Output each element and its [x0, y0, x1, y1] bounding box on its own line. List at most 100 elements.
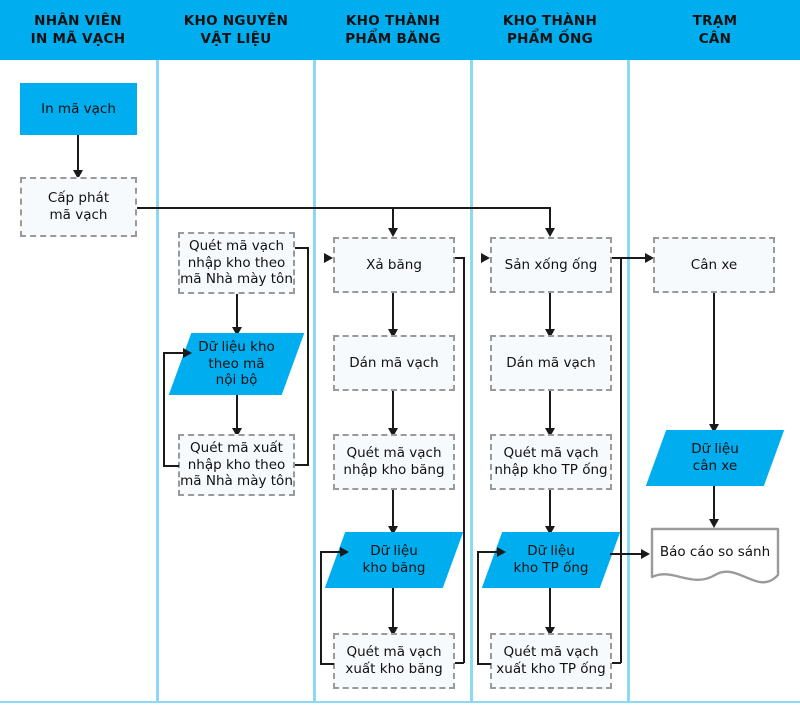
- arrowhead-down: [388, 329, 398, 338]
- node-xa-bang[interactable]: Xả băng: [333, 237, 455, 293]
- node-dan-ma-vach-ong[interactable]: Dán mã vạch: [490, 335, 612, 391]
- lane-header-label: TRẠM CÂN: [692, 12, 738, 47]
- node-quet-ma-vach-xuat-kho-bang[interactable]: Quét mã vạch xuất kho băng: [333, 633, 455, 689]
- node-label: Quét mã vạch xuất kho băng: [345, 644, 443, 677]
- connector-du-lieu-bang-to-quet-xuat-bang: [392, 588, 394, 630]
- node-label: Dán mã vạch: [349, 354, 439, 371]
- connector-du-lieu-can-xe-to-bao-cao: [713, 486, 715, 522]
- node-du-lieu-kho-tp-ong[interactable]: Dữ liệu kho TP ống: [481, 532, 621, 588]
- lane-header-label: NHÂN VIÊN IN MÃ VẠCH: [30, 12, 126, 47]
- arrowhead-down: [545, 428, 555, 437]
- node-quet-ma-vach-nhap-kho-tp-ong[interactable]: Quét mã vạch nhập kho TP ống: [490, 434, 612, 490]
- lane-header-nhan-vien-in-ma-vach: NHÂN VIÊN IN MÃ VẠCH: [0, 0, 156, 60]
- arrowhead-down: [545, 228, 555, 237]
- connector-quet-nhap-to-du-lieu-noi-bo: [236, 294, 238, 331]
- arrowhead-down: [232, 327, 242, 336]
- document-shape-icon: [650, 527, 780, 584]
- connector-trunk-to-xa-bang: [392, 207, 394, 231]
- connector-lane3-right-bottom: [455, 662, 464, 664]
- arrowhead-right: [183, 348, 192, 358]
- arrowhead-right: [645, 253, 654, 263]
- arrowhead-down: [545, 526, 555, 535]
- arrowhead-down: [388, 526, 398, 535]
- connector-san-xong-ong-to-dan-ma-vach: [549, 293, 551, 332]
- lane-divider-1: [156, 60, 159, 703]
- arrowhead-down: [709, 519, 719, 528]
- lane-header-label: KHO THÀNH PHẨM ỐNG: [502, 12, 598, 47]
- lane-header-kho-thanh-pham-ong: KHO THÀNH PHẨM ỐNG: [473, 0, 627, 60]
- connector-feedback-lane2-top: [163, 352, 186, 354]
- connector-in-ma-vach-to-cap-phat: [77, 135, 79, 173]
- connector-lane3-right-vertical: [463, 257, 465, 663]
- connector-feedback-lane4-vertical: [477, 551, 479, 664]
- arrowhead-down: [232, 428, 242, 437]
- node-can-xe[interactable]: Cân xe: [653, 237, 775, 293]
- arrowhead-down: [388, 228, 398, 237]
- node-label: Dữ liệu kho theo mã nội bộ: [198, 338, 275, 389]
- arrowhead-down: [709, 424, 719, 433]
- connector-feedback-lane4-bottom: [477, 663, 491, 665]
- node-label: Quét mã vạch nhập kho theo mã Nhà mày tô…: [180, 237, 293, 288]
- connector-lane4-to-can-xe: [621, 257, 647, 259]
- node-label: Báo cáo so sánh: [659, 543, 771, 560]
- arrowhead-down: [73, 170, 83, 179]
- node-san-xong-ong[interactable]: Sản xống ống: [490, 237, 612, 293]
- node-label: Dán mã vạch: [506, 354, 596, 371]
- connector-feedback-lane3-top: [320, 551, 343, 553]
- lane-divider-4: [627, 60, 630, 703]
- lane-header-kho-thanh-pham-bang: KHO THÀNH PHẨM BĂNG: [316, 0, 470, 60]
- lane-divider-3: [470, 60, 473, 703]
- lane-divider-2: [313, 60, 316, 703]
- connector-lane2-right-top: [295, 247, 309, 249]
- node-label: Dữ liệu cân xe: [691, 441, 739, 474]
- node-label: Xả băng: [366, 256, 422, 273]
- connector-du-lieu-noi-bo-to-quet-xuat: [236, 395, 238, 432]
- connector-du-lieu-tp-ong-to-bao-cao: [610, 553, 646, 555]
- node-quet-ma-vach-nhap-kho-theo-ma-nha-may-ton[interactable]: Quét mã vạch nhập kho theo mã Nhà mày tô…: [178, 232, 295, 294]
- arrowhead-right: [481, 253, 490, 263]
- connector-lane4-right-bottom: [612, 662, 621, 664]
- node-label: Sản xống ống: [504, 256, 598, 273]
- node-label: Quét mã vạch nhập kho TP ống: [494, 445, 608, 478]
- node-label: Quét mã xuất nhập kho theo mã Nhà mày tô…: [180, 439, 293, 490]
- arrowhead-down: [388, 428, 398, 437]
- node-label: Quét mã vạch nhập kho băng: [343, 445, 445, 478]
- node-label: Cân xe: [690, 256, 738, 273]
- connector-lane4-right-top: [612, 257, 621, 259]
- connector-dan-ma-vach-ong-to-quet-nhap-tp-ong: [549, 391, 551, 431]
- arrowhead-down: [545, 627, 555, 636]
- connector-du-lieu-tp-ong-to-quet-xuat-tp-ong: [549, 588, 551, 630]
- arrowhead-right: [497, 547, 506, 557]
- connector-xa-bang-to-dan-ma-vach: [392, 293, 394, 332]
- node-dan-ma-vach-bang[interactable]: Dán mã vạch: [333, 335, 455, 391]
- connector-quet-nhap-bang-to-du-lieu-bang: [392, 490, 394, 529]
- node-label: Cấp phát mã vạch: [47, 190, 110, 223]
- connector-feedback-lane2-vertical: [163, 352, 165, 466]
- connector-lane4-right-vertical: [620, 257, 622, 663]
- connector-can-xe-to-du-lieu-can-xe: [713, 293, 715, 427]
- lane-header-bar: [0, 0, 800, 60]
- connector-quet-nhap-tp-ong-to-du-lieu-tp-ong: [549, 490, 551, 529]
- lane-header-label: KHO NGUYÊN VẬT LIỆU: [183, 12, 289, 47]
- node-du-lieu-kho-bang[interactable]: Dữ liệu kho băng: [324, 532, 464, 588]
- node-label: Quét mã vạch xuất kho TP ống: [496, 644, 606, 677]
- node-label: In mã vạch: [41, 100, 116, 117]
- node-du-lieu-kho-theo-ma-noi-bo[interactable]: Dữ liệu kho theo mã nội bộ: [168, 333, 305, 395]
- connector-trunk-to-san-xong-ong: [549, 207, 551, 231]
- connector-cap-phat-trunk: [137, 207, 550, 209]
- node-cap-phat-ma-vach[interactable]: Cấp phát mã vạch: [20, 177, 137, 237]
- node-quet-ma-vach-xuat-kho-tp-ong[interactable]: Quét mã vạch xuất kho TP ống: [490, 633, 612, 689]
- connector-lane2-right-vertical: [307, 247, 309, 465]
- node-quet-ma-vach-nhap-kho-bang[interactable]: Quét mã vạch nhập kho băng: [333, 434, 455, 490]
- connector-feedback-lane3-bottom: [320, 663, 334, 665]
- node-quet-ma-xuat-nhap-kho-theo-ma-nha-may-ton[interactable]: Quét mã xuất nhập kho theo mã Nhà mày tô…: [178, 434, 295, 496]
- node-bao-cao-so-sanh[interactable]: Báo cáo so sánh: [650, 527, 780, 589]
- node-label: Dữ liệu kho TP ống: [513, 543, 589, 576]
- lane-header-kho-nguyen-vat-lieu: KHO NGUYÊN VẬT LIỆU: [159, 0, 313, 60]
- node-in-ma-vach[interactable]: In mã vạch: [20, 83, 137, 135]
- lane-bottom-border: [0, 701, 800, 703]
- node-du-lieu-can-xe[interactable]: Dữ liệu cân xe: [645, 430, 785, 486]
- connector-lane2-right-bottom: [295, 464, 309, 466]
- arrowhead-right: [324, 253, 333, 263]
